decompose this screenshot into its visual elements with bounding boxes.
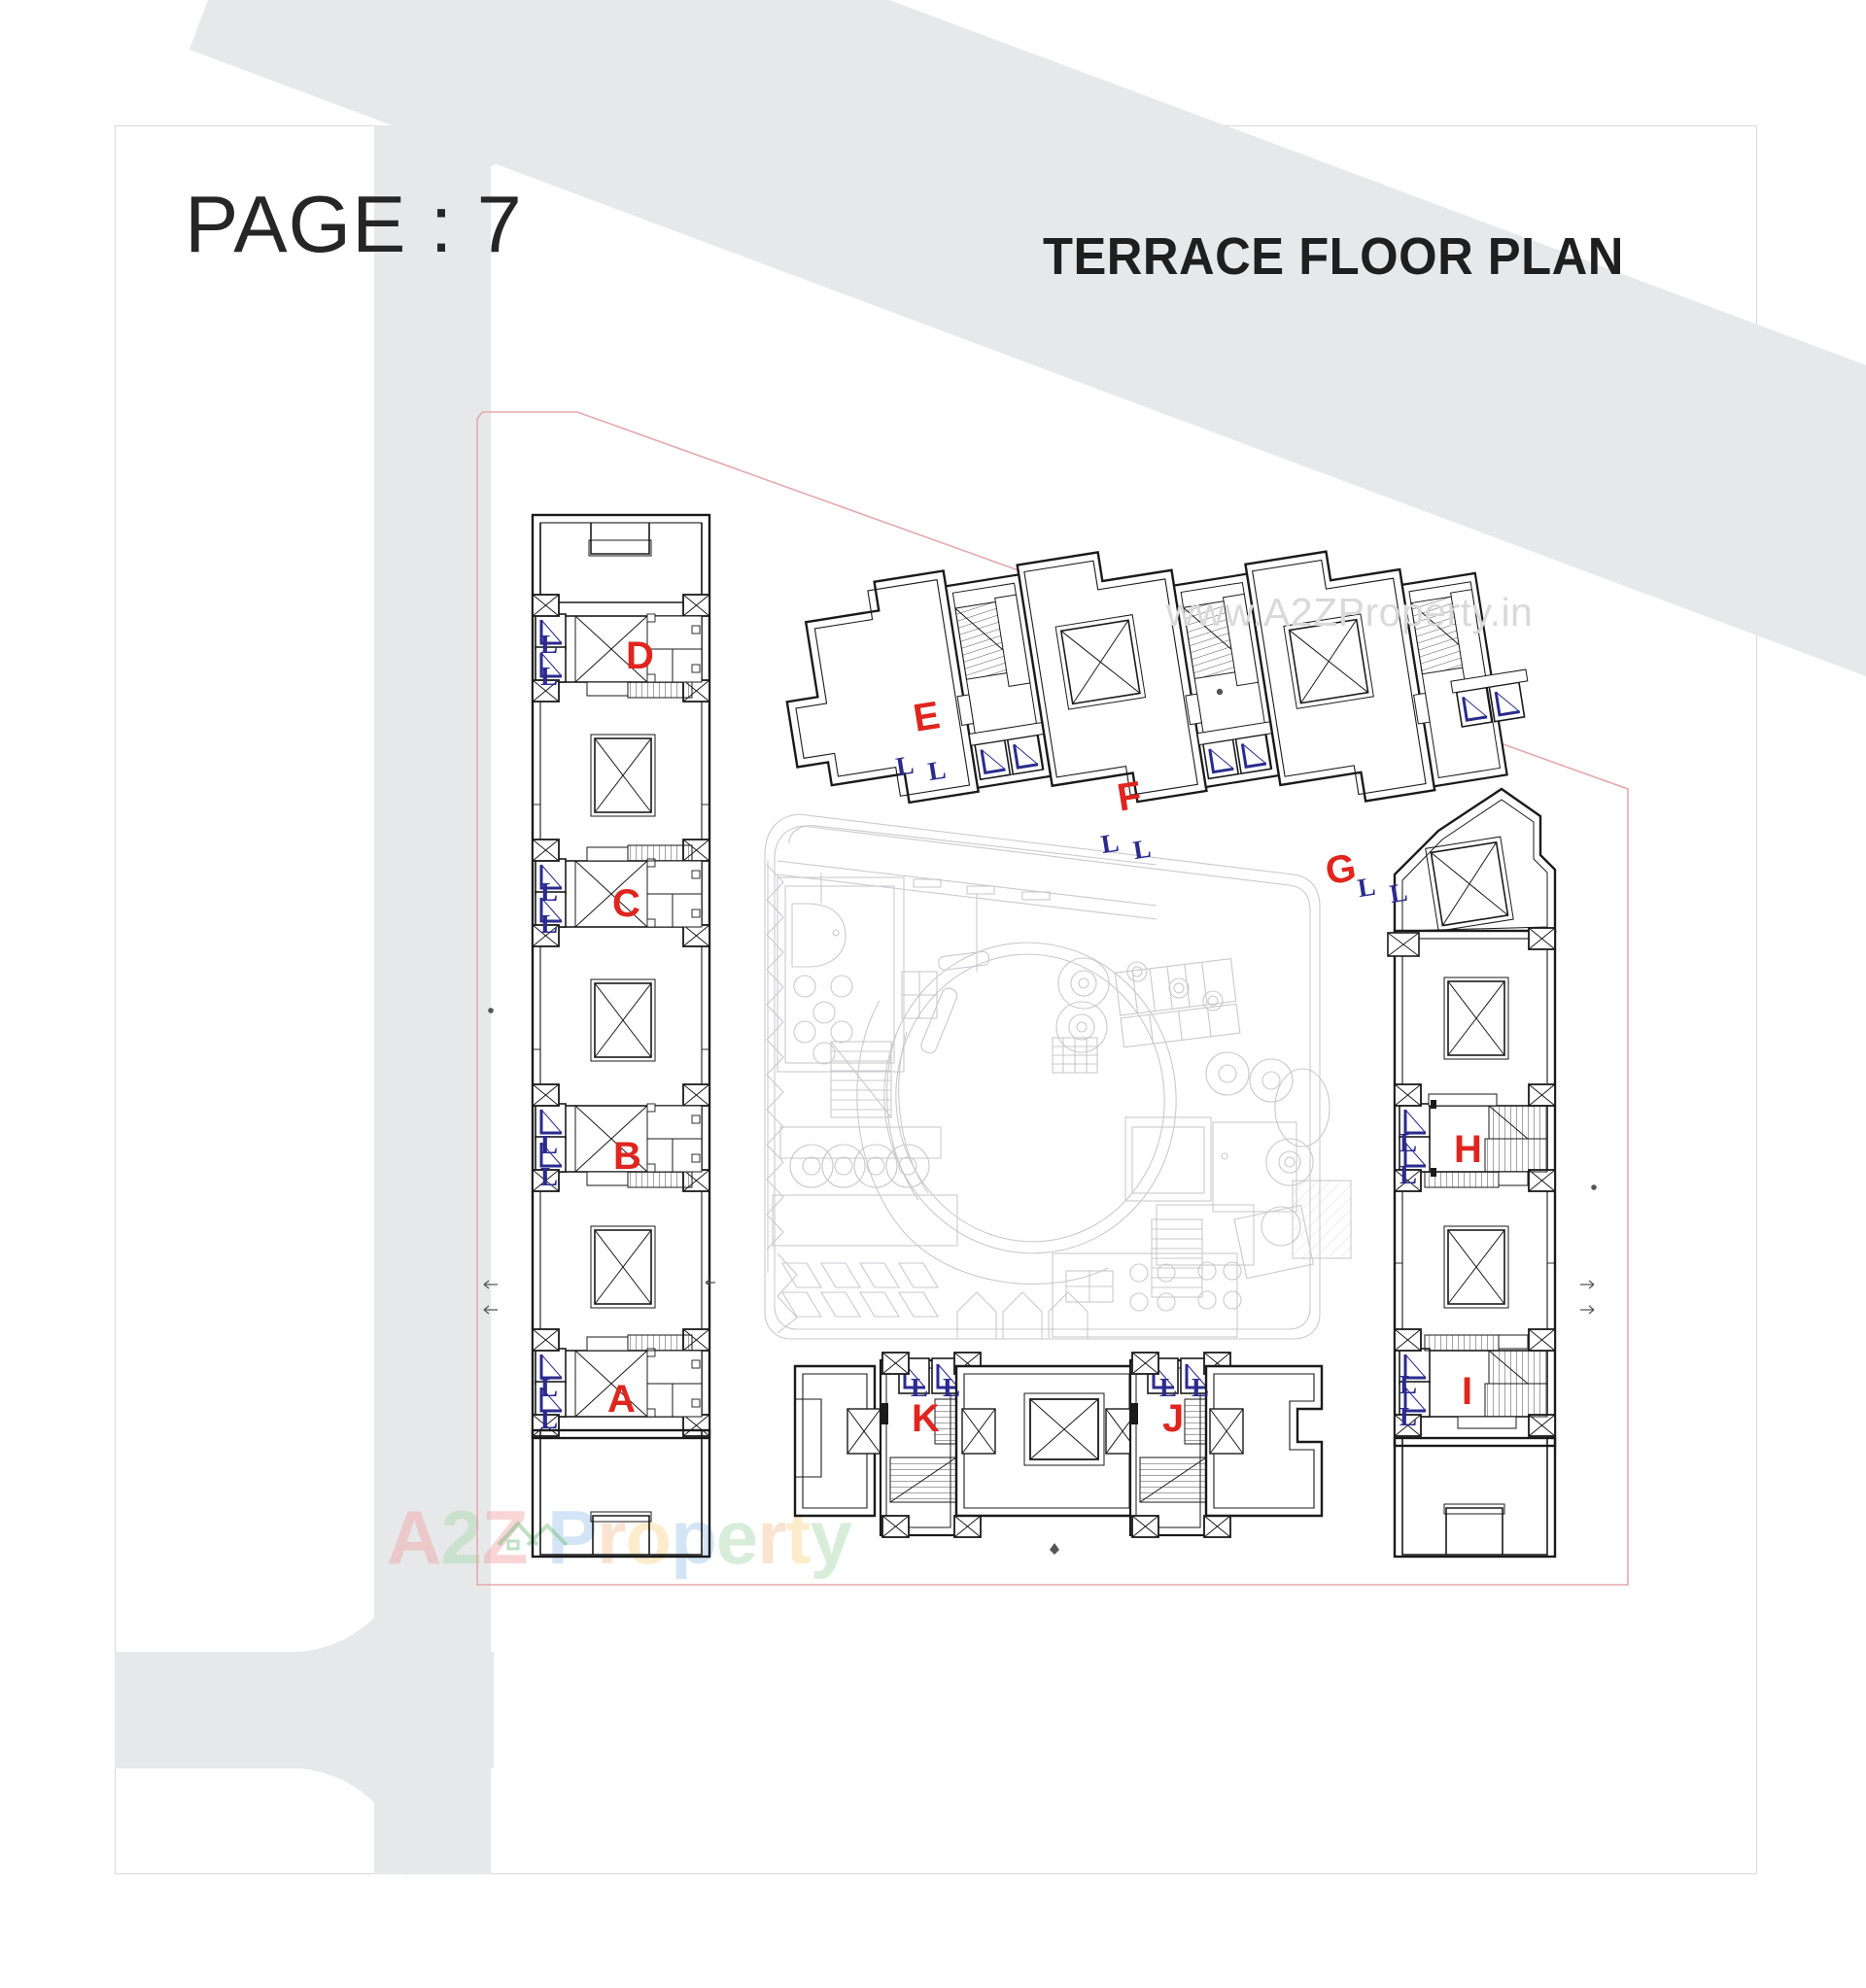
lift-marker-16: L (1400, 1370, 1418, 1399)
page-title: TERRACE FLOOR PLAN (1043, 227, 1624, 286)
road-corner-southwest-upper (292, 1535, 408, 1652)
lift-marker-5: L (540, 1162, 559, 1191)
lift-marker-1: L (540, 662, 559, 691)
tower-south-block (793, 1352, 1324, 1555)
logo-letter-0: A (387, 1494, 441, 1580)
unit-label-a: A (607, 1378, 636, 1421)
lift-marker-4: L (540, 1130, 559, 1159)
lift-marker-15: L (1400, 1160, 1418, 1189)
central-amenity-ghost (764, 813, 1352, 1340)
page-number-label: PAGE : 7 (185, 179, 523, 269)
unit-label-j: J (1162, 1397, 1185, 1440)
unit-label-i: I (1462, 1370, 1473, 1413)
lift-marker-6: L (540, 1373, 559, 1402)
lift-marker-17: L (1400, 1402, 1418, 1431)
unit-label-h: H (1454, 1128, 1482, 1171)
unit-label-k: K (912, 1397, 940, 1440)
unit-label-d: D (626, 634, 654, 677)
lift-marker-7: L (540, 1405, 559, 1434)
unit-label-c: C (612, 882, 640, 925)
logo-letter-1: 2 (440, 1494, 482, 1580)
road-south-horizontal (115, 1652, 494, 1768)
lift-marker-3: L (540, 909, 559, 939)
lift-marker-14: L (1400, 1128, 1418, 1157)
lift-marker-2: L (540, 877, 559, 907)
road-corner-southwest-lower (292, 1768, 408, 1885)
road-corner-northwest (413, 146, 569, 301)
lift-marker-21: L (1192, 1373, 1210, 1402)
lift-marker-19: L (943, 1373, 961, 1402)
unit-label-g: G (1322, 845, 1360, 894)
lift-marker-0: L (540, 630, 559, 659)
unit-label-b: B (613, 1135, 641, 1178)
tower-north-block (785, 550, 1529, 805)
site-url-watermark: www.A2ZProperty.in (1166, 590, 1534, 634)
